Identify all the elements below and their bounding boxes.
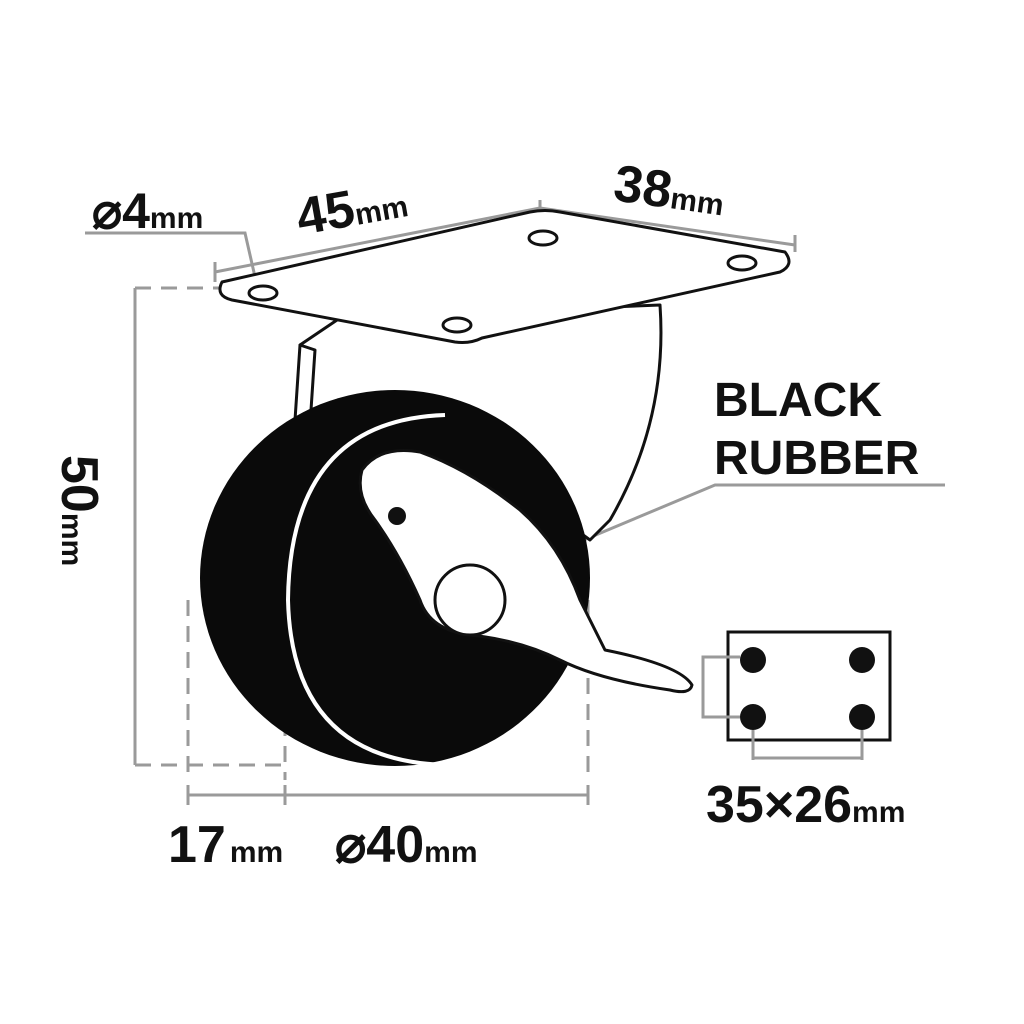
height-label: 50mm bbox=[50, 455, 108, 566]
dimension-lines bbox=[85, 200, 945, 805]
axle bbox=[433, 563, 507, 637]
material-label-line1: BLACK bbox=[714, 374, 882, 427]
wheel bbox=[200, 390, 590, 767]
mount-hole bbox=[441, 316, 473, 334]
mount-hole bbox=[247, 284, 279, 302]
brake-lever bbox=[358, 448, 694, 694]
mounting-plate bbox=[218, 209, 791, 344]
hole-diameter-label: ⌀4mm bbox=[92, 183, 203, 239]
hole-spacing-label: 35×26mm bbox=[706, 776, 905, 834]
mount-hole bbox=[527, 229, 559, 247]
plate-width-label: 38mm bbox=[610, 154, 728, 227]
mount-hole bbox=[726, 254, 758, 272]
material-label-line2: RUBBER bbox=[714, 432, 919, 485]
wheel-diameter-label: ⌀40mm bbox=[335, 816, 478, 874]
brake-pin bbox=[388, 507, 406, 525]
hole-pattern-inset bbox=[701, 630, 892, 760]
